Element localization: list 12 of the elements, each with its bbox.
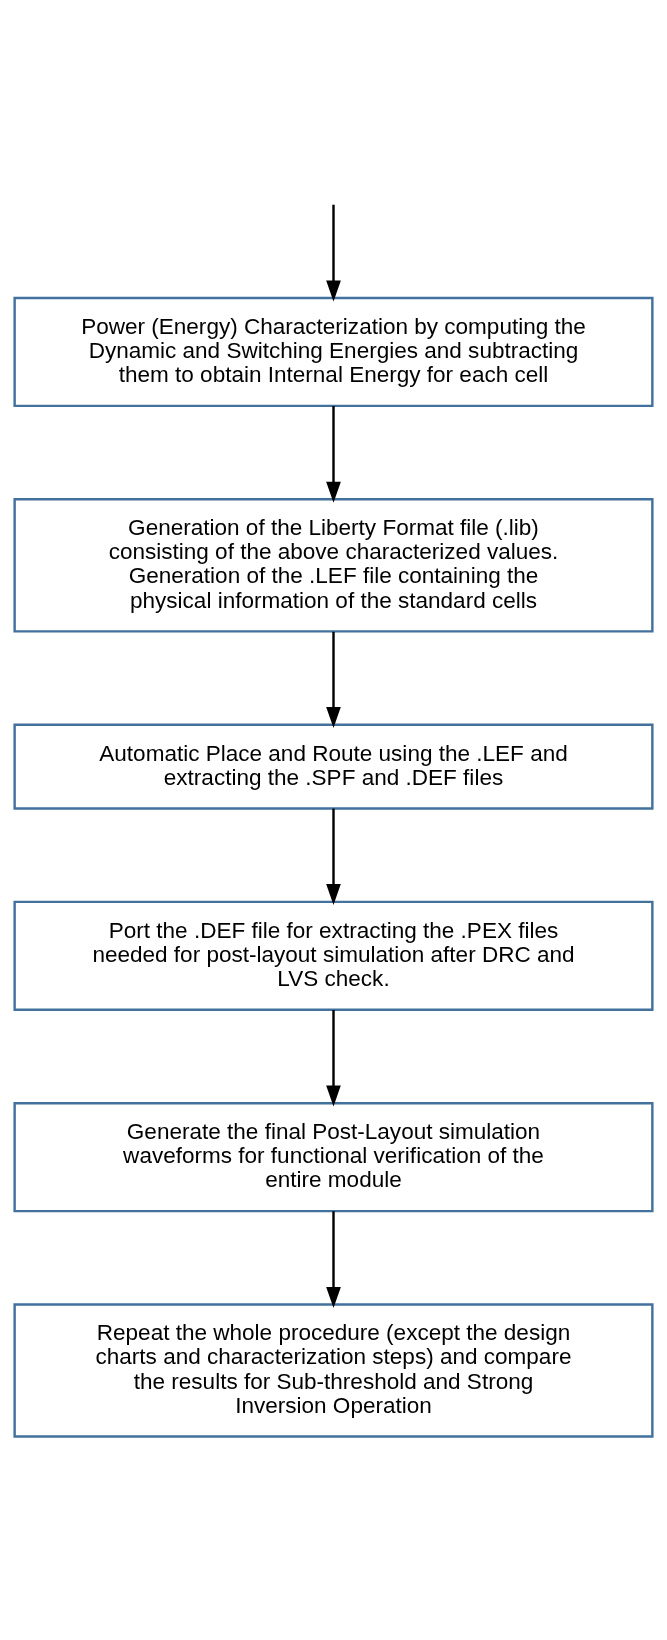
node-box: Automatic Place and Route using the .LEF and extracting the .SPF and .DEF files (13, 723, 654, 810)
node-box: Repeat the whole procedure (except the design charts and characterization steps) and compare the results for Sub-threshold and Strong Inversion Operation (13, 1303, 654, 1438)
node-box: Power (Energy) Characterization by computing the Dynamic and Switching Energies and subtracting them to obtain Internal Energy for each cell (13, 296, 654, 408)
arrow (326, 1211, 341, 1308)
arrow (326, 808, 341, 905)
node-box: Port the .DEF file for extracting the .PEX files needed for post-layout simulation after DRC and LVS check. (13, 900, 654, 1011)
arrow (326, 1010, 341, 1107)
arrow (326, 631, 341, 728)
arrow (326, 204, 341, 302)
arrow (326, 406, 341, 503)
node-box: Generation of the Liberty Format file (.lib) consisting of the above characterized values. Generation of the .LEF file containing the physical information of the standard cells (13, 498, 654, 633)
node-box: Generate the final Post-Layout simulation waveforms for functional verification of the entire module (13, 1102, 654, 1213)
